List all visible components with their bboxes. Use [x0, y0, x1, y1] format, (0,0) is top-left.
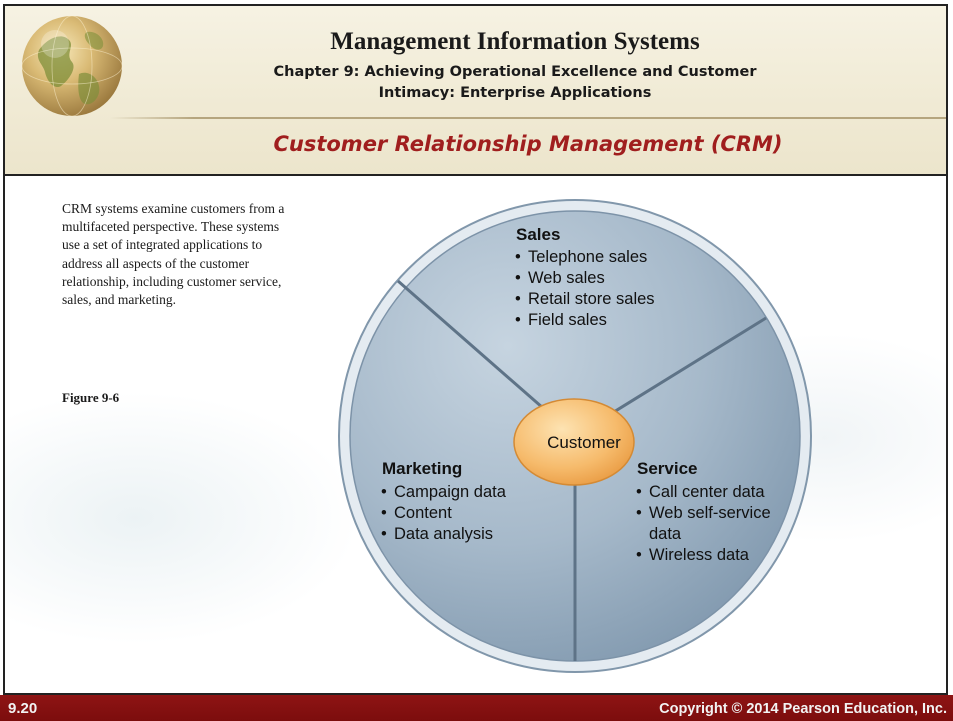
slide-content: CRM systems examine customers from a mul… [5, 178, 946, 693]
figure-label: Figure 9-6 [62, 390, 120, 405]
service-segment-list: Call center data Web self-service data W… [636, 482, 816, 566]
sales-segment-title: Sales [516, 225, 561, 244]
marketing-segment-list: Campaign data Content Data analysis [381, 482, 506, 545]
slide-footer: 9.20 Copyright © 2014 Pearson Education,… [0, 695, 953, 721]
list-item: Campaign data [381, 482, 506, 503]
list-item: Web self-service [636, 503, 816, 524]
chapter-title: Chapter 9: Achieving Operational Excelle… [205, 62, 825, 104]
list-item-continuation: data [649, 525, 682, 543]
list-item: Retail store sales [515, 289, 655, 310]
customer-label: Customer [547, 433, 621, 452]
list-item: Wireless data [636, 545, 816, 566]
slide-header: Management Information Systems Chapter 9… [5, 6, 946, 176]
list-item: Web sales [515, 268, 655, 289]
list-item: Data analysis [381, 524, 506, 545]
chapter-title-line2: Intimacy: Enterprise Applications [378, 85, 652, 101]
service-segment-title: Service [637, 459, 698, 478]
marketing-segment-title: Marketing [382, 459, 463, 478]
slide-number: 9.20 [8, 700, 38, 717]
figure-caption: CRM systems examine customers from a mul… [62, 201, 285, 308]
sales-segment-list: Telephone sales Web sales Retail store s… [515, 247, 655, 331]
slide-topic: Customer Relationship Management (CRM) [273, 132, 783, 156]
list-item: Call center data [636, 482, 816, 503]
copyright-notice: Copyright © 2014 Pearson Education, Inc. [659, 701, 947, 717]
globe-icon [21, 15, 123, 117]
chapter-title-line1: Chapter 9: Achieving Operational Excelle… [273, 64, 757, 80]
header-divider [110, 117, 946, 119]
list-item: Telephone sales [515, 247, 655, 268]
course-title: Management Information Systems [330, 28, 700, 55]
list-item: data [636, 524, 816, 545]
customer-node [513, 398, 635, 486]
slide-frame: Management Information Systems Chapter 9… [3, 4, 948, 695]
list-item: Content [381, 503, 506, 524]
list-item: Field sales [515, 310, 655, 331]
